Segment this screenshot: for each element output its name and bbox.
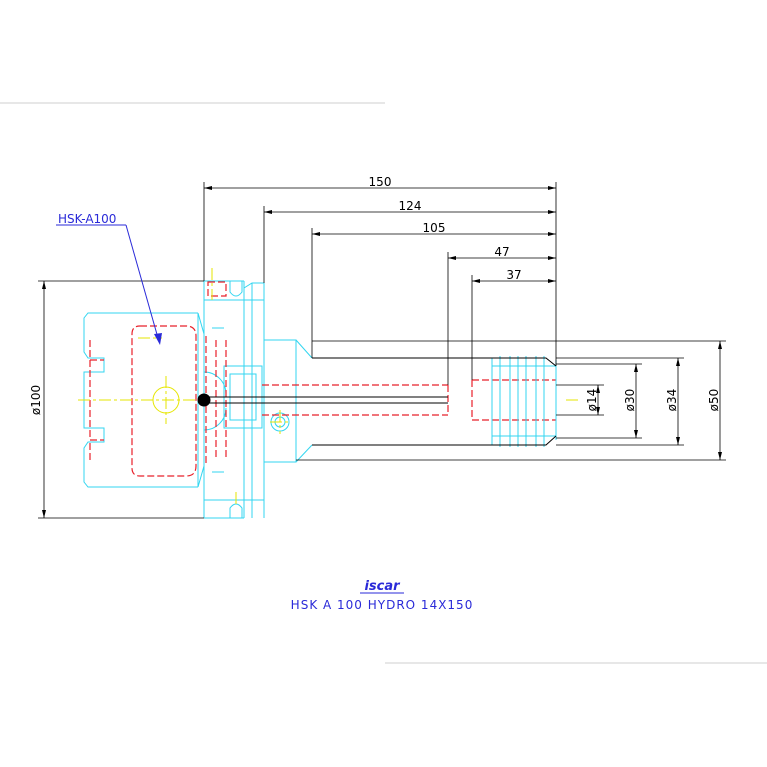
dim-dia-34-label: ø34 <box>665 389 679 412</box>
callout-label: HSK-A100 <box>58 212 116 226</box>
drawing-title: HSK A 100 HYDRO 14X150 <box>291 598 474 612</box>
callout-leader <box>56 224 159 339</box>
length-dimension-arrows <box>204 186 556 283</box>
center-lines <box>78 268 580 505</box>
dim-dia-50-label: ø50 <box>707 389 721 412</box>
dim-124-label: 124 <box>399 199 422 213</box>
dim-dia-14-label: ø14 <box>585 389 599 412</box>
pull-stud-bore <box>152 386 180 414</box>
dim-37-label: 37 <box>506 268 521 282</box>
dim-dia-100-label: ø100 <box>29 385 43 415</box>
hidden-features <box>89 281 556 477</box>
spindle-axis <box>197 393 448 407</box>
sheet-border <box>0 102 767 664</box>
diameter-dimension-arrows <box>42 281 722 518</box>
callout-arrowhead <box>154 333 162 345</box>
dim-dia-30-label: ø30 <box>623 389 637 412</box>
length-dimensions <box>203 182 557 385</box>
company-logo: iscar <box>364 579 401 594</box>
dim-150-label: 150 <box>369 175 392 189</box>
tool-body-outline <box>312 357 557 446</box>
sleeve-grooves <box>491 356 557 447</box>
dim-105-label: 105 <box>423 221 446 235</box>
dim-47-label: 47 <box>494 245 509 259</box>
diameter-dimensions <box>38 280 726 519</box>
